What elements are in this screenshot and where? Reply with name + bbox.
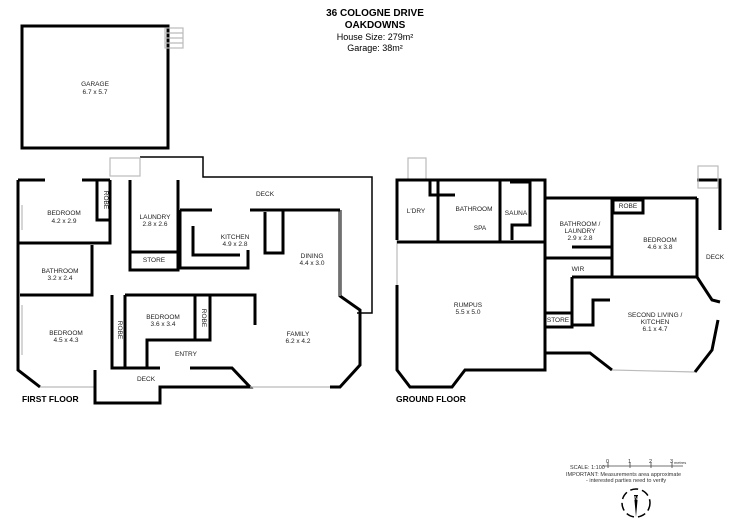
room-label: SAUNA <box>505 210 528 217</box>
room-label: 6.1 x 4.7 <box>643 326 668 333</box>
room-label: DECK <box>256 191 275 198</box>
room-label: 4.9 x 2.8 <box>223 241 248 248</box>
room-label: DINING <box>301 253 324 260</box>
room-label: SPA <box>474 225 487 232</box>
ground-floor-plan: L'DRY BATHROOM SPA SAUNA ROBE WIR STORE … <box>395 157 725 404</box>
first-floor-label: FIRST FLOOR <box>22 394 79 404</box>
room-label: 0 <box>606 459 609 465</box>
room-label: 3 <box>670 459 673 465</box>
room-label: 1 <box>628 459 631 465</box>
room-label: ROBE <box>200 309 207 328</box>
room-label: 6.2 x 4.2 <box>286 338 311 345</box>
room-label: 5.5 x 5.0 <box>456 309 481 316</box>
room-label: BATHROOM / <box>560 221 601 228</box>
room-label: ROBE <box>102 191 109 210</box>
room-label: BEDROOM <box>146 314 180 321</box>
room-label: RUMPUS <box>454 302 483 309</box>
room-label: STORE <box>143 257 166 264</box>
address: 36 COLOGNE DRIVE <box>326 8 424 19</box>
room-label: SECOND LIVING / <box>628 312 683 319</box>
suburb: OAKDOWNS <box>345 20 406 31</box>
room-label: N <box>634 496 638 502</box>
room-label: ENTRY <box>175 351 198 358</box>
room-label: BATHROOM <box>455 206 492 213</box>
room-label: 4.2 x 2.9 <box>52 218 77 225</box>
ground-floor-label: GROUND FLOOR <box>396 394 466 404</box>
room-label: 2.8 x 2.6 <box>143 221 168 228</box>
first-floor-plan: BEDROOM 4.2 x 2.9 LAUNDRY 2.8 x 2.6 KITC… <box>16 156 373 405</box>
room-label: 4.4 x 3.0 <box>300 260 325 267</box>
room-label: 2 <box>649 459 652 465</box>
room-label: - interested parties need to verify <box>586 478 666 484</box>
room-label: metres <box>674 460 686 465</box>
room-label: IMPORTANT: Measurements area approximate <box>566 472 681 478</box>
house-size: House Size: 279m² <box>337 32 414 42</box>
room-label: L'DRY <box>407 208 426 215</box>
room-label: GARAGE <box>81 81 109 88</box>
room-label: 4.6 x 3.8 <box>648 244 673 251</box>
garage: GARAGE 6.7 x 5.7 <box>20 24 184 150</box>
room-label: BEDROOM <box>47 210 81 217</box>
room-label: FAMILY <box>287 331 310 338</box>
room-label: LAUNDRY <box>140 214 172 221</box>
room-label: KITCHEN <box>221 234 250 241</box>
room-label: BEDROOM <box>643 237 677 244</box>
room-label: DECK <box>706 254 725 261</box>
room-label: 3.2 x 2.4 <box>48 275 73 282</box>
garage-size: Garage: 38m² <box>347 43 403 53</box>
room-label: SCALE: 1:100 <box>570 465 605 471</box>
room-label: DECK <box>137 376 156 383</box>
room-label: 2.9 x 2.8 <box>568 235 593 242</box>
room-label: ROBE <box>116 321 123 340</box>
room-label: BATHROOM <box>41 268 78 275</box>
room-label: ROBE <box>619 203 638 210</box>
north-compass-icon: N <box>621 488 651 518</box>
room-label: BEDROOM <box>49 330 83 337</box>
scale-bar: SCALE: 1:100 0 1 2 3 metres IMPORTANT: M… <box>566 459 686 484</box>
room-label: 4.5 x 4.3 <box>54 337 79 344</box>
room-label: 6.7 x 5.7 <box>83 89 108 96</box>
room-label: STORE <box>547 317 570 324</box>
room-label: LAUNDRY <box>565 228 597 235</box>
room-label: 3.6 x 3.4 <box>151 321 176 328</box>
room-label: WIR <box>572 266 585 273</box>
room-label: KITCHEN <box>641 319 670 326</box>
